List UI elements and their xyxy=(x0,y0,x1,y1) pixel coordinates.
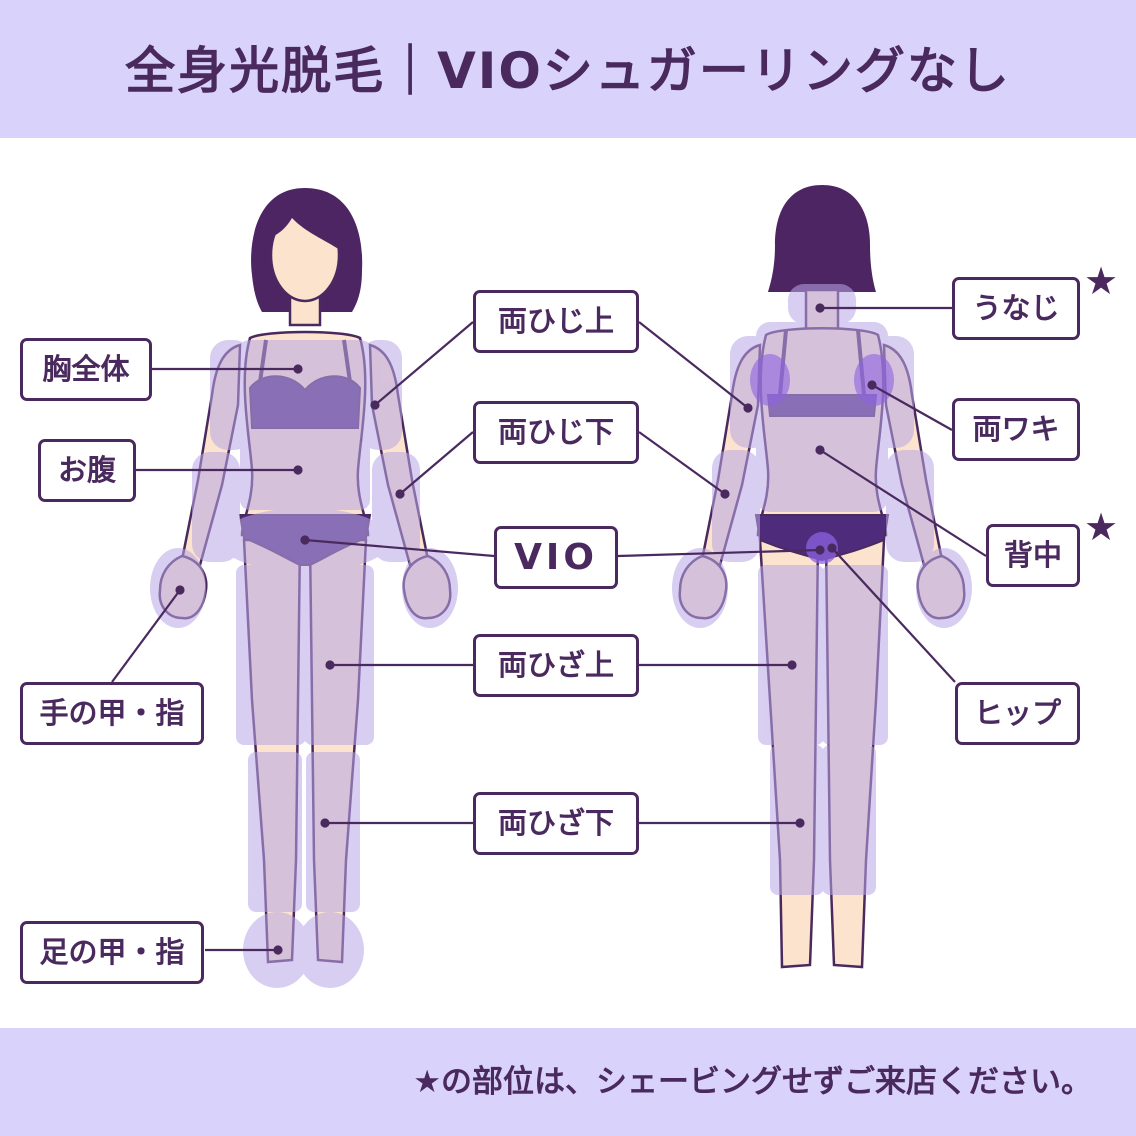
label-underarms: 両ワキ xyxy=(952,398,1080,461)
label-top-of-foot-toes: 足の甲・指 xyxy=(20,921,204,984)
label-back: 背中 xyxy=(986,524,1080,587)
front-hair-bangs xyxy=(268,200,341,250)
label-hip: ヒップ xyxy=(955,682,1080,745)
leader-lines xyxy=(111,303,987,955)
footer-band xyxy=(0,1028,1136,1136)
label-back-of-hand-fingers: 手の甲・指 xyxy=(20,682,204,745)
star-mark-back: ★ xyxy=(1084,505,1119,549)
label-upper-arms: 両ひじ上 xyxy=(473,290,639,353)
front-treatment-areas xyxy=(150,340,458,988)
label-nape: うなじ xyxy=(952,277,1080,340)
page-title: 全身光脱毛｜VIOシュガーリングなし xyxy=(125,42,1011,100)
front-figure xyxy=(150,188,458,988)
star-mark-nape: ★ xyxy=(1084,259,1119,303)
back-figure xyxy=(672,185,972,969)
footnote: ★の部位は、シェービングせずご来店ください。 xyxy=(413,1064,1092,1100)
label-lower-knees: 両ひざ下 xyxy=(473,792,639,855)
back-hair xyxy=(768,185,876,292)
label-chest-full: 胸全体 xyxy=(20,338,152,401)
back-underarm-right-highlight xyxy=(854,354,894,406)
label-vio: VIO xyxy=(494,526,618,589)
header-band xyxy=(0,0,1136,138)
label-upper-knees: 両ひざ上 xyxy=(473,634,639,697)
back-treatment-areas xyxy=(672,284,972,895)
back-underarm-left-highlight xyxy=(750,354,790,406)
label-belly: お腹 xyxy=(38,439,136,502)
label-lower-arms: 両ひじ下 xyxy=(473,401,639,464)
